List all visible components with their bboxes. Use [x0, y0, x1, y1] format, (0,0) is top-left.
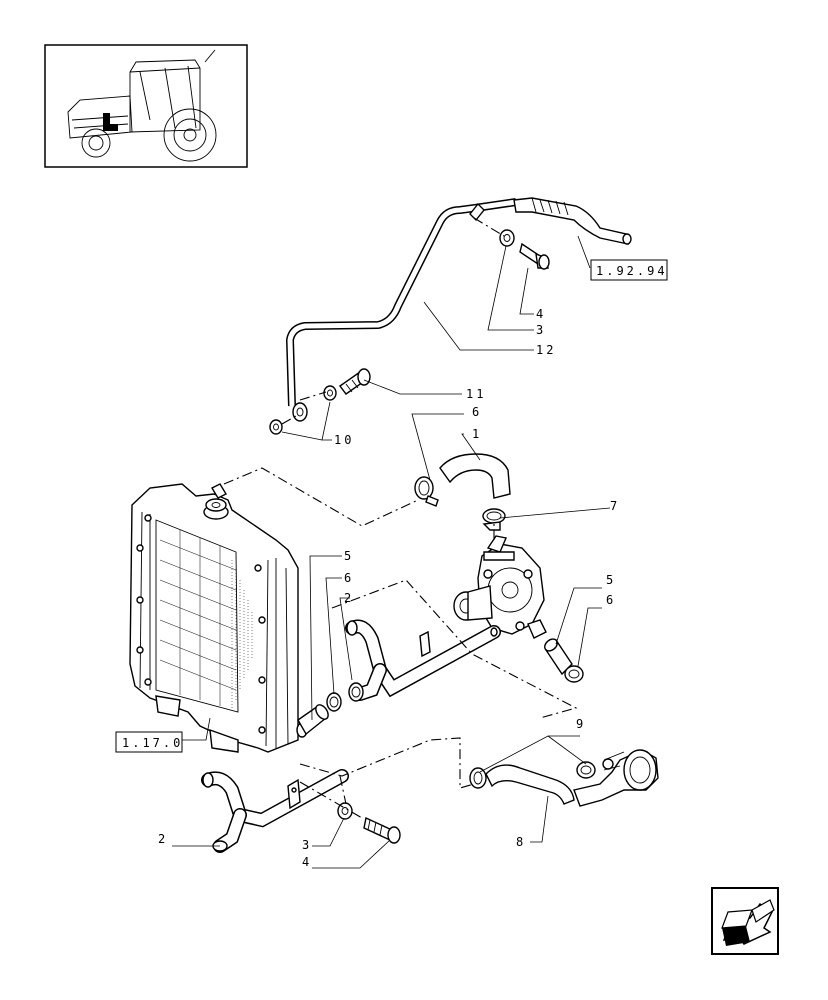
callout-1: 1 [472, 427, 482, 441]
ref-radiator-text: 1.17.0 [122, 736, 183, 750]
banjo-bolt [339, 368, 371, 395]
callout-6-right: 6 [606, 593, 616, 607]
callout-12: 12 [536, 343, 556, 357]
lower-pipe-upper [345, 619, 501, 701]
callout-6-left: 6 [344, 571, 354, 585]
fuel-hose [513, 197, 632, 245]
pump-lower-clamp [564, 665, 584, 683]
thermostat-housing [573, 749, 659, 807]
callout-7: 7 [610, 499, 620, 513]
callout-3-bottom: 3 [302, 838, 312, 852]
bleed-pipe [285, 198, 517, 422]
callout-11: 11 [466, 387, 486, 401]
bolt-bottom [363, 816, 401, 844]
callout-10: 10 [334, 433, 354, 447]
radiator-bolts [136, 514, 266, 734]
radiator-core-grid [159, 530, 253, 710]
washers-10 [269, 385, 337, 435]
callout-4-bottom: 4 [302, 855, 312, 869]
bypass-clamps [469, 761, 596, 789]
ref-fuel-line[interactable]: 1.92.94 [590, 259, 668, 281]
bypass-hose [485, 764, 575, 805]
callout-2-top: 2 [344, 591, 354, 605]
leader-lines [172, 235, 611, 869]
callout-5-left: 5 [344, 549, 354, 563]
water-pump [453, 535, 547, 639]
callout-8: 8 [516, 835, 526, 849]
pump-lower-hose [544, 638, 573, 676]
ref-radiator[interactable]: 1.17.0 [115, 731, 183, 753]
previous-page-arrow-icon[interactable] [711, 887, 779, 955]
callouts: 4 3 12 11 6 1 10 7 5 6 2 5 6 9 2 3 4 8 [158, 307, 620, 869]
clamp-upper-right [482, 508, 506, 531]
tractor-location-icon[interactable] [44, 44, 248, 168]
washer-bottom [337, 802, 353, 820]
callout-5-right: 5 [606, 573, 616, 587]
radiator-outlet-hose [297, 704, 329, 736]
radiator-outlet-clamps [326, 682, 364, 712]
callout-2-bottom: 2 [158, 832, 168, 846]
callout-3-top: 3 [536, 323, 546, 337]
callout-6-upper: 6 [472, 405, 482, 419]
bolt-top [519, 242, 550, 270]
lower-pipe-bottom [201, 769, 349, 853]
callout-9: 9 [576, 717, 586, 731]
clamp-upper-left [414, 476, 439, 507]
washer-top [499, 229, 515, 247]
upper-hose [439, 453, 511, 499]
radiator [129, 483, 308, 753]
connection-lines [223, 217, 578, 819]
callout-4-top: 4 [536, 307, 546, 321]
ref-fuel-line-text: 1.92.94 [596, 264, 668, 278]
